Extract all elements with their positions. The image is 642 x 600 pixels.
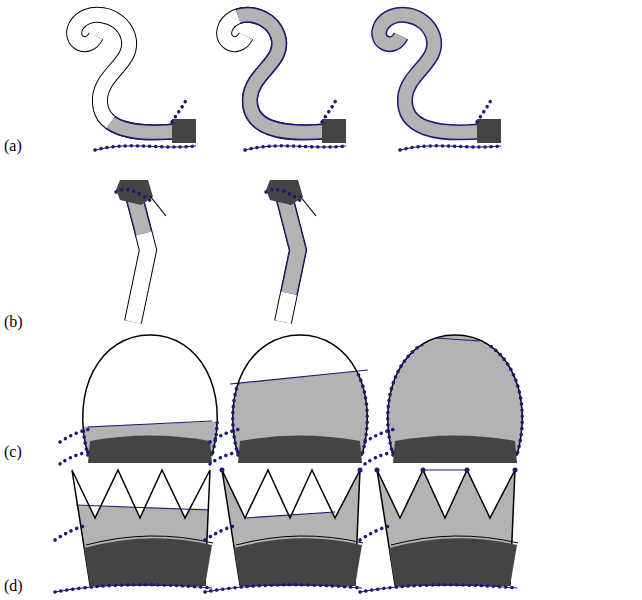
row-a [74,15,501,150]
row-c [40,335,522,480]
row-label: (d) [4,578,23,594]
row-label: (b) [4,314,23,330]
row-d [40,455,518,600]
row-label: (a) [4,138,22,154]
row-label: (c) [4,444,22,460]
row-b [116,180,316,322]
